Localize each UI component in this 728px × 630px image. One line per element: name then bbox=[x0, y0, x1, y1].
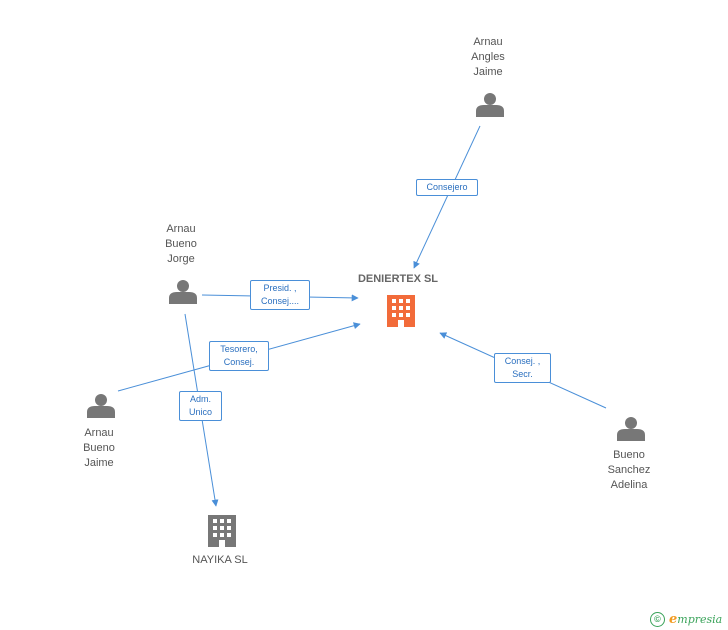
brand-initial: e bbox=[669, 611, 678, 627]
person-icon[interactable] bbox=[617, 417, 645, 441]
person-name-line: Adelina bbox=[610, 479, 648, 491]
person-name-line: Angles bbox=[471, 51, 505, 63]
relation-line: Secr. bbox=[512, 369, 533, 379]
relation-label-adm-unico[interactable]: Adm. Unico bbox=[179, 391, 222, 421]
relation-label-consejero[interactable]: Consejero bbox=[416, 179, 478, 196]
person-label-arnau-angles[interactable]: Arnau Angles Jaime bbox=[448, 35, 528, 80]
person-label-arnau-bueno-jaime[interactable]: Arnau Bueno Jaime bbox=[59, 426, 139, 471]
relation-label-consej-secr[interactable]: Consej. , Secr. bbox=[494, 353, 551, 383]
person-name-line: Jorge bbox=[167, 253, 195, 265]
person-name-line: Bueno bbox=[613, 449, 645, 461]
person-icon[interactable] bbox=[476, 93, 504, 117]
person-name-line: Jaime bbox=[84, 457, 114, 469]
person-label-bueno-sanchez[interactable]: Bueno Sanchez Adelina bbox=[589, 448, 669, 493]
relation-line: Consej.... bbox=[260, 296, 300, 306]
person-name-line: Sanchez bbox=[607, 464, 651, 476]
person-name-line: Arnau bbox=[473, 36, 503, 48]
relation-line: Tesorero, bbox=[220, 344, 258, 354]
person-icon[interactable] bbox=[169, 280, 197, 304]
person-name-line: Arnau bbox=[166, 223, 196, 235]
building-icon[interactable] bbox=[208, 515, 236, 547]
relation-line: Adm. bbox=[189, 394, 211, 404]
person-name-line: Bueno bbox=[165, 238, 197, 250]
relation-label-tesorero[interactable]: Tesorero, Consej. bbox=[209, 341, 269, 371]
footer-brand[interactable]: © empresia bbox=[650, 611, 722, 627]
building-icon[interactable] bbox=[387, 295, 415, 327]
relation-label-presid[interactable]: Presid. , Consej.... bbox=[250, 280, 310, 310]
person-name-line: Bueno bbox=[83, 442, 115, 454]
person-name-line: Arnau bbox=[84, 427, 114, 439]
relation-line: Presid. , bbox=[263, 283, 297, 293]
edge-consejero bbox=[413, 125, 481, 269]
person-icon[interactable] bbox=[87, 394, 115, 418]
person-label-arnau-bueno-jorge[interactable]: Arnau Bueno Jorge bbox=[141, 222, 221, 267]
brand-rest: mpresia bbox=[677, 612, 723, 626]
relation-line: Consej. , bbox=[504, 356, 541, 366]
relation-line: Unico bbox=[188, 407, 212, 417]
relation-line: Consejero bbox=[426, 182, 468, 192]
brand-logo: empresia bbox=[669, 612, 722, 627]
company-label-main[interactable]: DENIERTEX SL bbox=[357, 273, 439, 285]
company-label-nayika[interactable]: NAYIKA SL bbox=[192, 554, 248, 566]
relation-line: Consej. bbox=[223, 357, 255, 367]
copyright-icon: © bbox=[650, 611, 665, 627]
person-name-line: Jaime bbox=[473, 66, 503, 78]
